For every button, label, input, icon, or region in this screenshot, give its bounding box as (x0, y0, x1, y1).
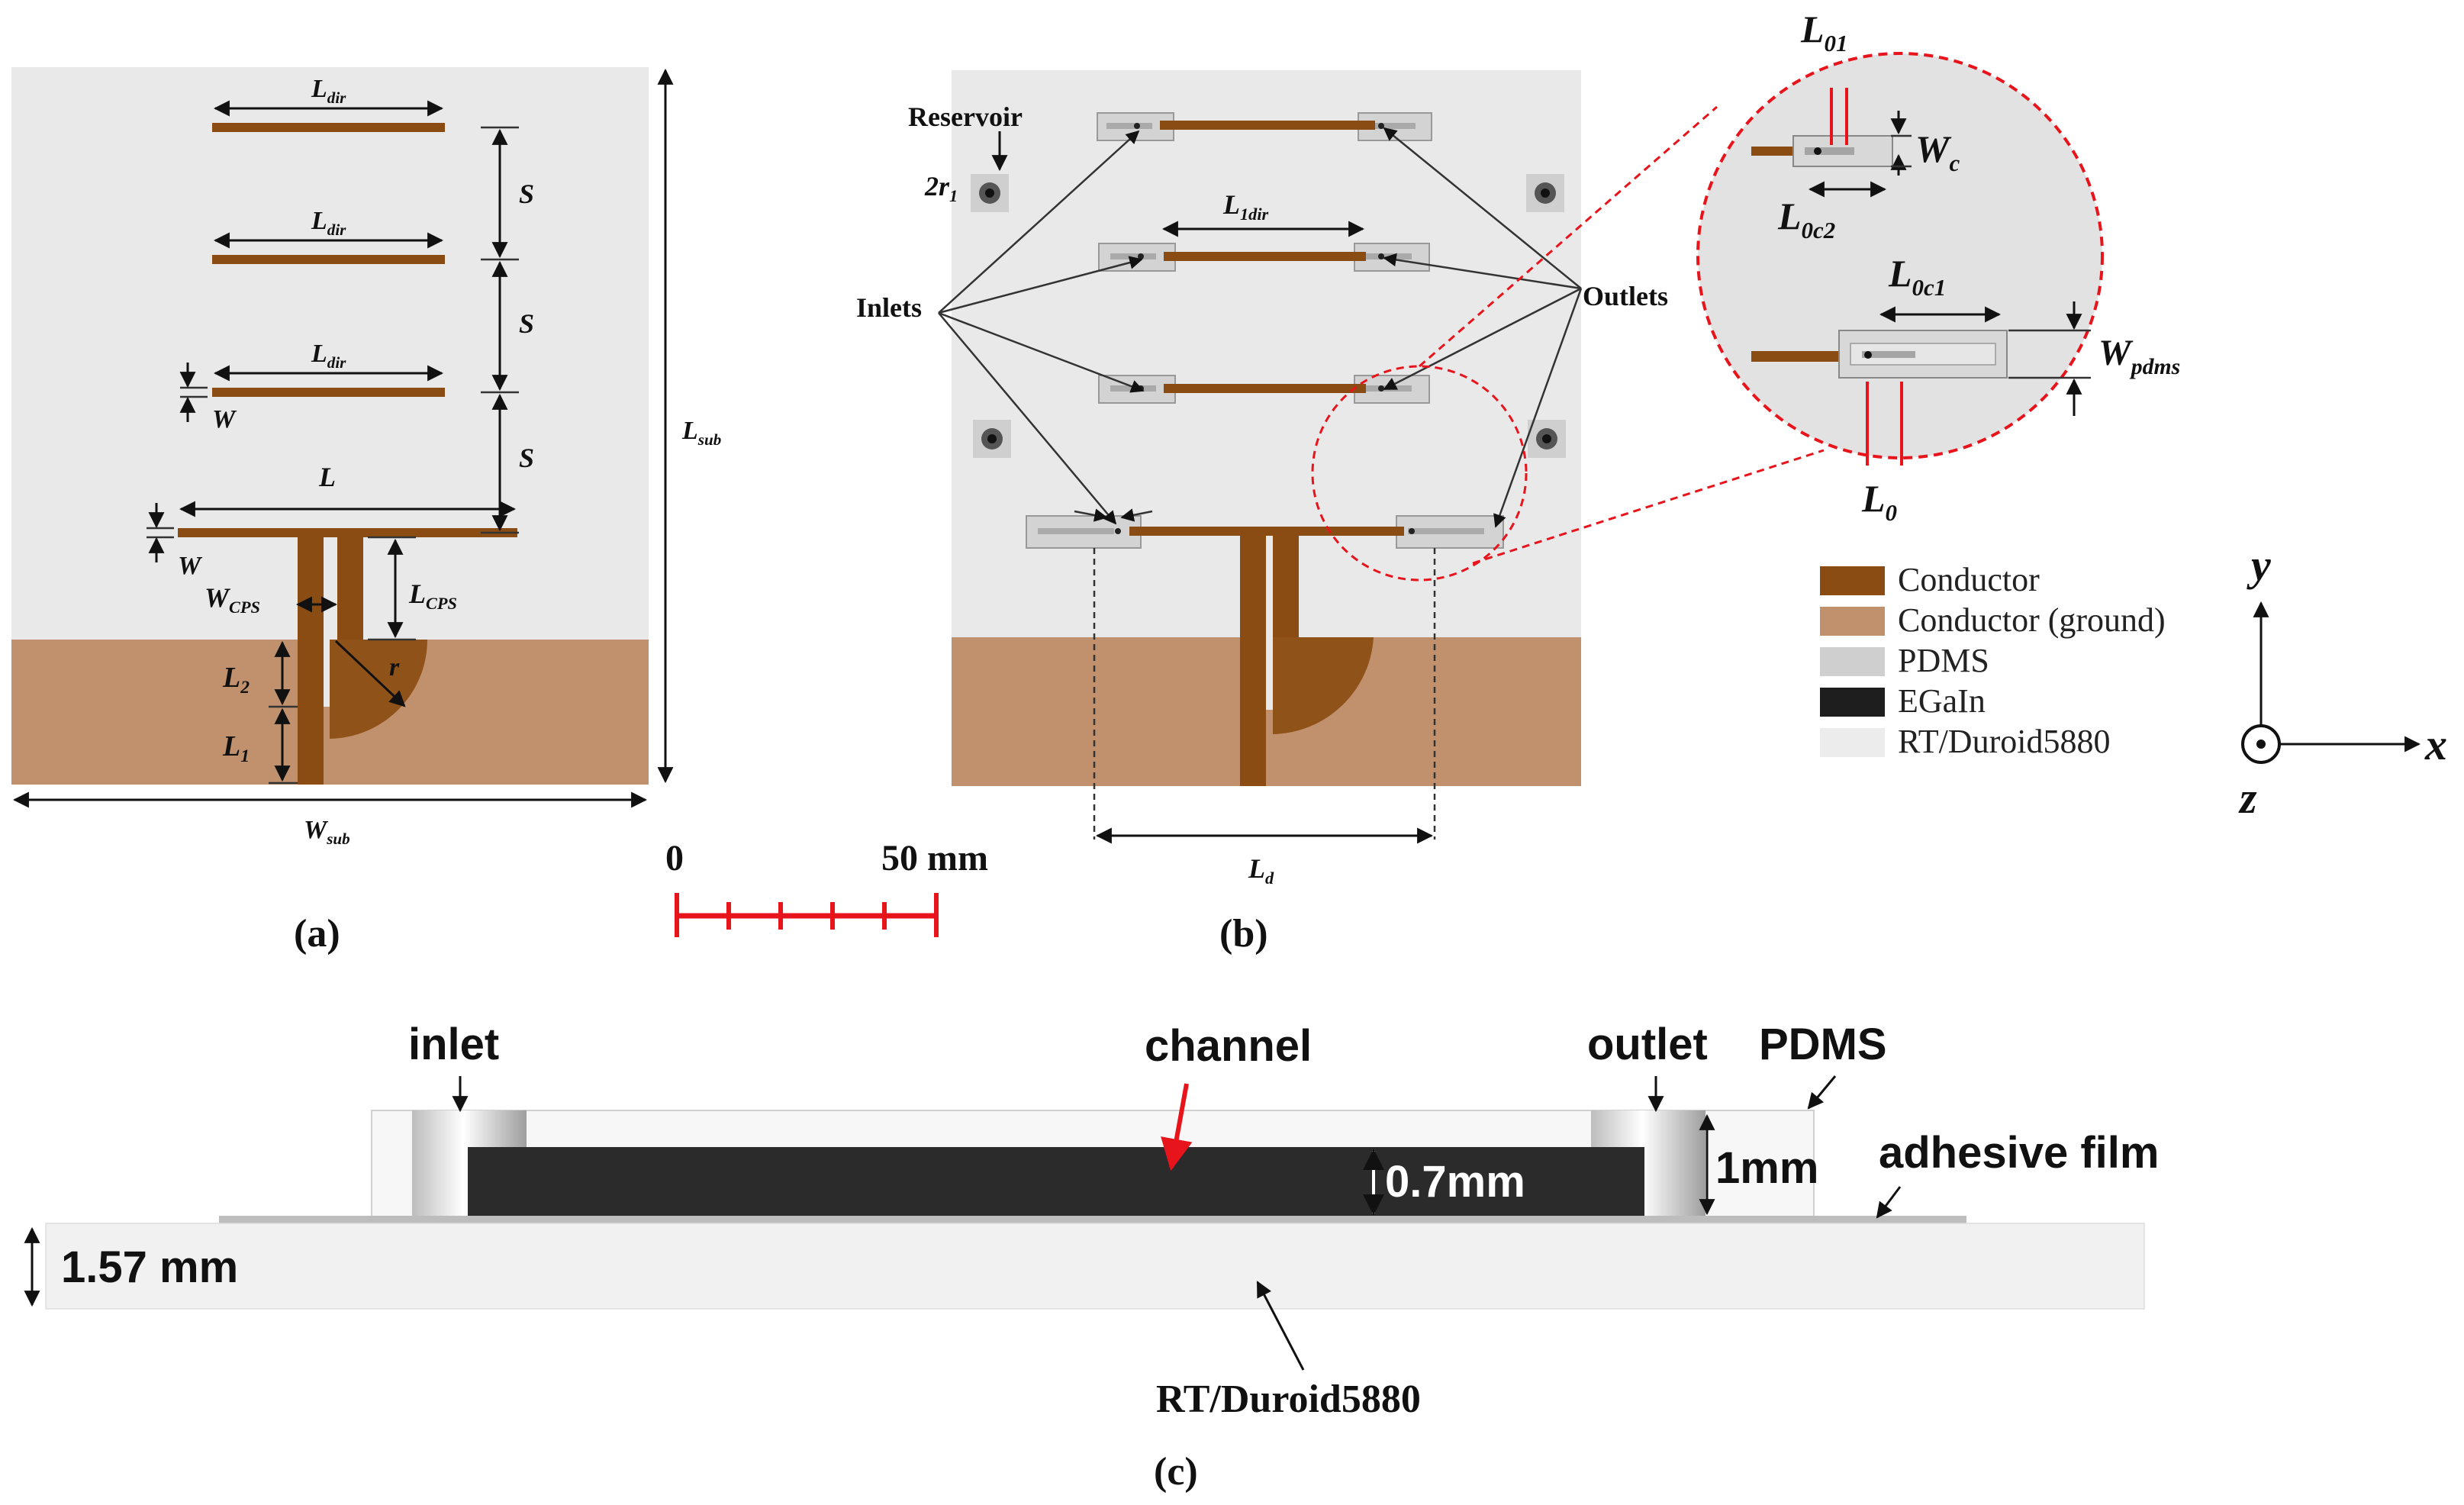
axis-label-z: z (2238, 773, 2257, 823)
label-r: r (389, 653, 400, 682)
label-w-pdms: Wpdms (2098, 333, 2180, 379)
channel-row-driven (1026, 515, 1504, 549)
label-l-cps: LCPS (408, 578, 457, 613)
label-s-1: S (519, 179, 534, 209)
rt-duroid-substrate (45, 1223, 2145, 1310)
legend-swatch-conductor (1820, 566, 1885, 595)
label-w-dipole: W (178, 552, 203, 580)
panel-a: Ldir Ldir Ldir S S S W L W Lsub Ws (11, 67, 721, 956)
zoom-detail-channel (1751, 330, 2008, 466)
ground-notch-a (324, 640, 330, 707)
egain-channel (468, 1147, 1644, 1217)
label-pdms-height: 1mm (1715, 1143, 1818, 1193)
driven-dipole (178, 528, 517, 537)
legend: Conductor Conductor (ground) PDMS EGaIn … (1820, 561, 2166, 760)
legend-label-ground: Conductor (ground) (1898, 601, 2166, 639)
label-l0c1: L0c1 (1888, 252, 1946, 301)
label-substrate-height: 1.57 mm (61, 1242, 238, 1292)
caption-c: (c) (1154, 1450, 1198, 1494)
cps-right-b (1273, 536, 1299, 637)
label-w-sub: Wsub (304, 816, 350, 848)
label-l-sub: Lsub (681, 417, 721, 449)
legend-label-conductor: Conductor (1898, 561, 2040, 598)
label-l-d: Ld (1248, 853, 1274, 888)
label-w-director: W (212, 405, 237, 433)
label-l2: L2 (222, 662, 250, 698)
label-outlets: Outlets (1583, 281, 1668, 311)
legend-swatch-substrate (1820, 728, 1885, 757)
panel-c: inlet channel outlet PDMS adhesive film … (24, 1020, 2159, 1494)
legend-swatch-pdms (1820, 647, 1885, 676)
director-1 (212, 123, 445, 132)
label-l-dir-1: Ldir (311, 75, 346, 107)
label-l-dir-2: Ldir (311, 207, 346, 239)
scale-bar-start: 0 (665, 838, 684, 878)
label-l1: L1 (222, 730, 250, 766)
scale-bar: 0 50 mm (665, 838, 988, 937)
label-l1dir: L1dir (1222, 189, 1269, 224)
label-rt-duroid: RT/Duroid5880 (1156, 1378, 1421, 1421)
channel-row-1 (1097, 112, 1432, 141)
cps-left (298, 537, 324, 785)
caption-a: (a) (294, 912, 340, 956)
reservoir-2 (1526, 174, 1564, 212)
label-pdms: PDMS (1759, 1020, 1887, 1069)
label-s-2: S (519, 308, 534, 339)
reservoir-4 (1528, 420, 1566, 458)
label-adhesive-film: adhesive film (1879, 1128, 2159, 1178)
label-w-c: Wc (1915, 127, 1960, 176)
label-2r1: 2r1 (924, 171, 958, 205)
zoom-source-circle (1311, 365, 1528, 582)
label-channel-height: 0.7mm (1385, 1157, 1525, 1207)
label-l-dipole: L (318, 462, 336, 492)
legend-swatch-ground (1820, 607, 1885, 636)
label-l0c2: L0c2 (1777, 195, 1835, 243)
caption-b: (b) (1219, 912, 1268, 956)
label-w-cps: WCPS (205, 582, 260, 617)
axis-label-y: y (2247, 540, 2271, 590)
label-l-dir-3: Ldir (311, 340, 346, 372)
reservoir-3 (973, 420, 1011, 458)
label-l01: L01 (1800, 8, 1848, 56)
scale-bar-end: 50 mm (881, 838, 988, 878)
label-inlets: Inlets (856, 292, 922, 323)
label-inlet: inlet (408, 1020, 499, 1069)
legend-label-egain: EGaIn (1898, 682, 1986, 720)
axis-label-x: x (2424, 720, 2447, 769)
cps-left-b (1240, 536, 1266, 786)
legend-label-pdms: PDMS (1898, 642, 1989, 679)
director-3 (212, 388, 445, 397)
reservoir-1 (971, 174, 1009, 212)
radial-stub-b (1273, 637, 1374, 734)
label-outlet: outlet (1587, 1020, 1708, 1069)
label-l0: L0 (1861, 477, 1897, 526)
panel-b: Reservoir 2r1 L1dir Inlets Outlets Ld (856, 8, 2180, 956)
cps-right (337, 537, 363, 640)
director-2 (212, 255, 445, 264)
label-reservoir: Reservoir (908, 102, 1023, 132)
zoom-detail-outlet (1751, 88, 1893, 167)
legend-label-substrate: RT/Duroid5880 (1898, 723, 2110, 760)
radial-stub-a (330, 640, 427, 739)
label-s-3: S (519, 443, 534, 473)
label-channel: channel (1145, 1021, 1312, 1071)
adhesive-film (219, 1216, 1966, 1223)
coordinate-axes: y x z (2238, 540, 2447, 823)
legend-swatch-egain (1820, 688, 1885, 717)
